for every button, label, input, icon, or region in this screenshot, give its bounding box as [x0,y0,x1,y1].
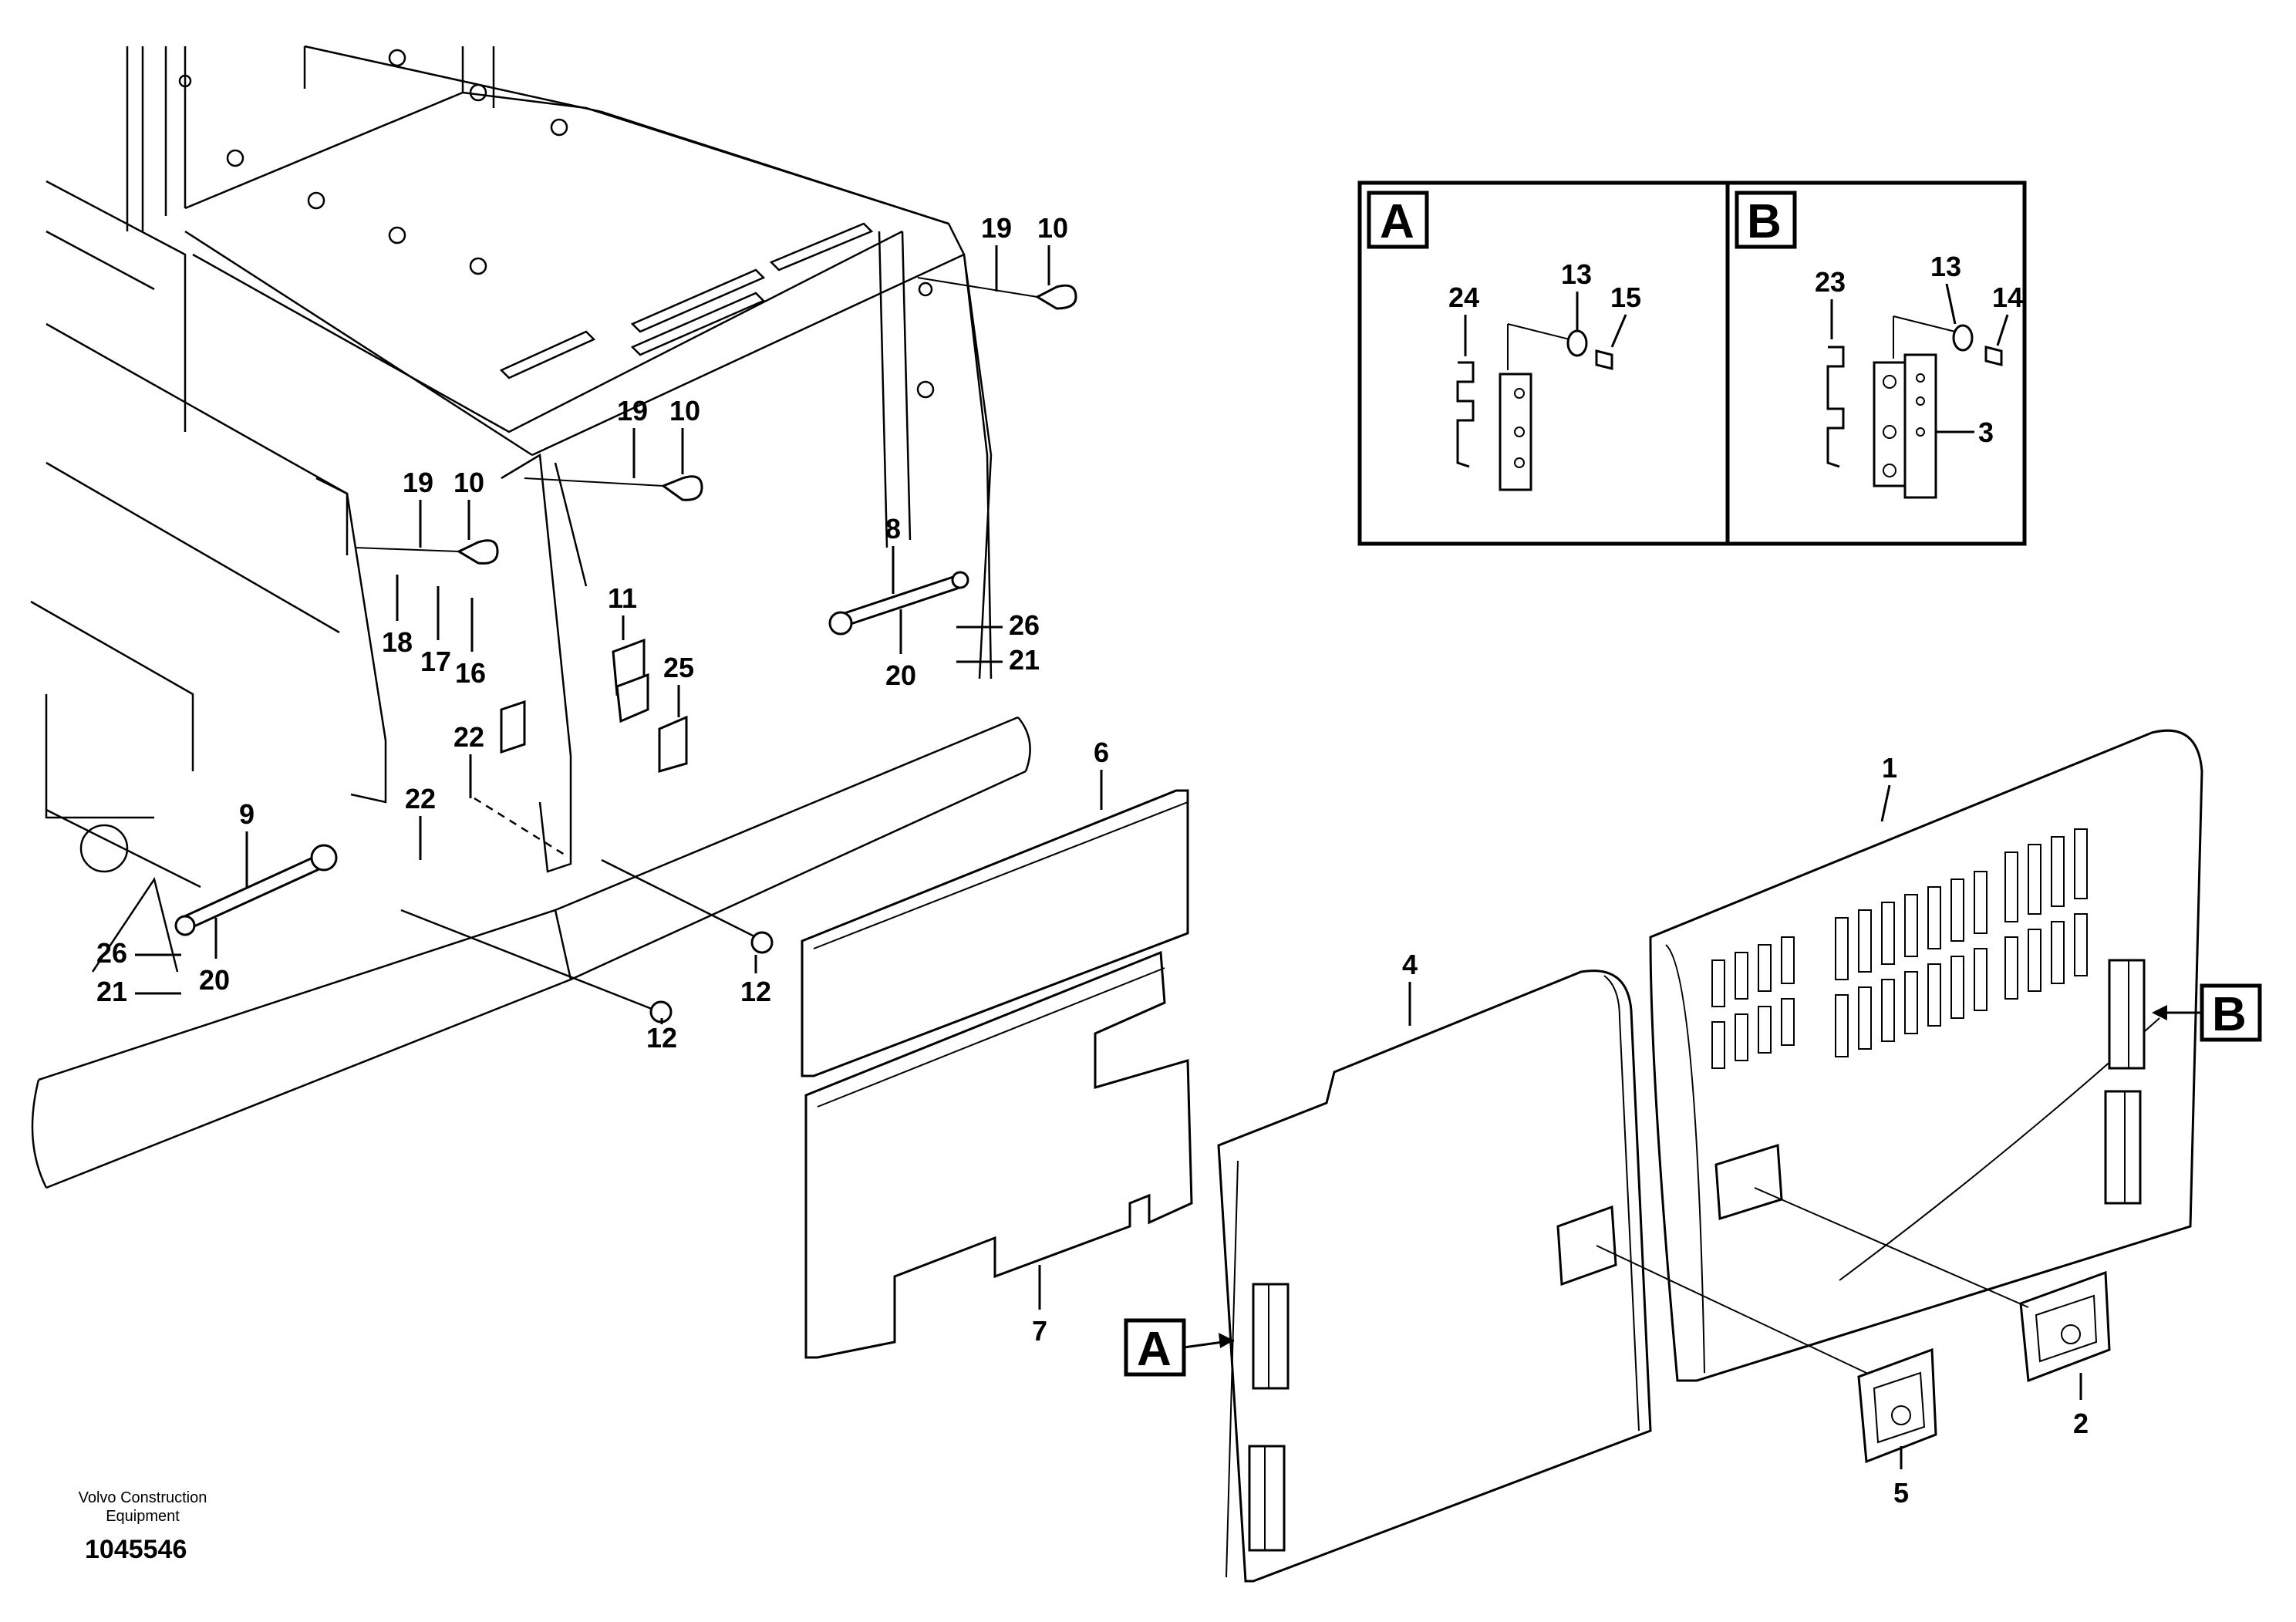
callout-4: 4 [1402,949,1418,980]
door-1-hinge-upper [2108,959,2146,1070]
label-15: 15 [1610,282,1641,313]
callout-10b: 10 [669,395,700,427]
callout-26b: 26 [96,937,127,969]
detail-views-box: A B 24 13 15 23 13 14 3 [1357,180,2027,546]
door-1-hinge-lower [2104,1090,2142,1205]
callout-18: 18 [382,626,413,658]
cap-10-top [1034,284,1077,310]
label-24: 24 [1448,282,1479,313]
callout-19a: 19 [981,212,1012,244]
callout-26a: 26 [1009,609,1040,641]
callout-21a: 21 [1009,644,1040,676]
cap-10-mid [660,475,703,501]
detail-a-tag [1367,191,1429,249]
label-13a: 13 [1561,258,1592,290]
callout-10c: 10 [453,467,484,498]
callout-7: 7 [1032,1315,1047,1347]
callout-25: 25 [663,652,694,683]
callout-17: 17 [420,646,451,677]
callout-19b: 19 [617,395,648,427]
callout-10a: 10 [1037,212,1068,244]
label-14: 14 [1992,282,2023,313]
rod-8 [831,573,966,630]
ref-tag-b-text: B [2212,988,2247,1041]
latch-2 [2019,1270,2111,1383]
callout-12a: 12 [646,1022,677,1054]
callout-21b: 21 [96,976,127,1007]
detail-a-tag-text: A [1380,195,1414,248]
ref-tag-a-text: A [1137,1323,1172,1376]
callout-1: 1 [1882,752,1897,784]
callout-9: 9 [239,798,255,830]
reference-tags: A B [1124,983,2262,1377]
hardware [174,277,1077,1023]
rod-9 [179,855,325,931]
callout-11: 11 [608,582,637,614]
washer-b [1952,324,1974,352]
shim-plate-a [1456,361,1475,468]
lock-body [500,700,526,754]
latch-5 [1857,1347,1937,1464]
label-23: 23 [1815,266,1846,298]
door-panel-1 [1649,729,2203,1382]
callouts: 1 2 4 5 6 7 8 9 10 19 10 19 10 19 11 12 … [96,212,2089,1509]
callout-2: 2 [2073,1408,2089,1439]
striker-25 [658,715,688,773]
cap-10-left [456,539,499,565]
hinge-b-leaf-1 [1873,361,1907,487]
door-panel-4 [1217,969,1652,1583]
callout-20b: 20 [199,964,230,996]
drawing-number: 1045546 [85,1535,187,1564]
callout-6: 6 [1094,737,1109,768]
washer-a [1566,329,1588,357]
callout-8: 8 [885,513,901,545]
door-4-hinge-lower [1248,1445,1286,1552]
callout-20a: 20 [885,659,916,691]
panel-6 [801,789,1189,1077]
bolt-b [1984,346,2003,366]
callout-22a: 22 [453,721,484,753]
shim-plate-b [1826,346,1845,468]
callout-16: 16 [455,657,486,689]
bolt-a [1595,349,1613,370]
detail-b-tag [1735,191,1797,249]
door-4-window [1556,1205,1617,1286]
detail-b-tag-text: B [1747,195,1782,248]
machine-frame [30,45,1031,1189]
label-3: 3 [1978,416,1994,448]
door-4-hinge-upper [1252,1283,1290,1390]
insulation-panels [801,789,1193,1359]
label-13b: 13 [1930,251,1961,282]
callout-19c: 19 [403,467,433,498]
publisher-label: Volvo Construction Equipment [78,1489,207,1525]
callout-12b: 12 [740,976,771,1007]
panel-7 [804,950,1193,1359]
hinge-b-leaf-2 [1903,353,1937,499]
callout-22b: 22 [405,783,436,814]
door-1-louvers [1711,828,2088,1069]
callout-5: 5 [1893,1477,1909,1509]
